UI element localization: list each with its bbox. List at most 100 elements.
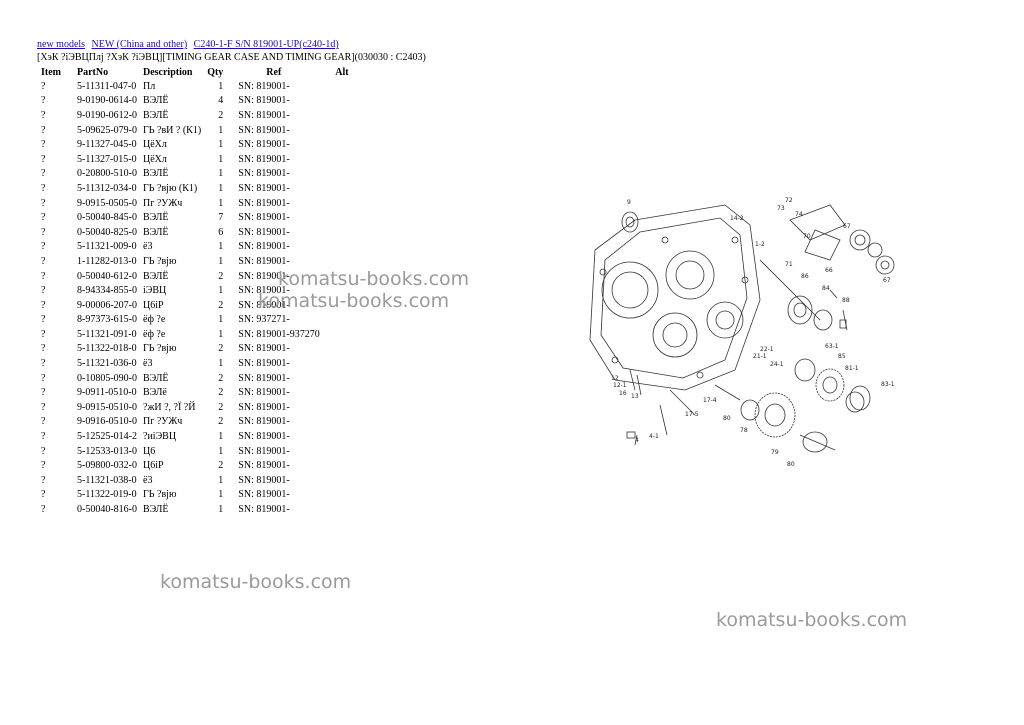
ref-cell: SN: 819001- [238, 299, 290, 311]
svg-text:24-1: 24-1 [770, 361, 784, 368]
qty-cell: 2 [218, 401, 224, 413]
ref-cell: SN: 819001- [238, 387, 290, 399]
partno-cell: 0-20800-510-0 [77, 168, 137, 180]
breadcrumb-link-new-china[interactable]: NEW (China and other) [91, 39, 188, 50]
ref-cell: SN: 819001- [238, 401, 290, 413]
header-alt: Alt [335, 66, 349, 78]
svg-text:22-1: 22-1 [760, 346, 774, 353]
description-cell: ГЬ ?вјю (К1) [143, 182, 198, 194]
ref-cell: SN: 819001- [238, 358, 290, 370]
svg-text:85: 85 [838, 353, 846, 360]
svg-text:17-5: 17-5 [685, 411, 699, 418]
item-cell: ? [41, 372, 46, 384]
svg-text:17-4: 17-4 [703, 397, 717, 404]
svg-text:21-1: 21-1 [753, 353, 767, 360]
svg-text:80: 80 [787, 461, 795, 468]
partno-cell: 5-11322-018-0 [77, 343, 137, 355]
svg-text:63-1: 63-1 [825, 343, 839, 350]
alt-cell [327, 415, 373, 430]
ref-cell: SN: 819001- [238, 124, 290, 136]
description-cell: Пг ?УЖч [143, 416, 183, 428]
svg-text:84: 84 [822, 285, 830, 292]
breadcrumb-link-model[interactable]: C240-1-F S/N 819001-UP(c240-1d) [193, 39, 339, 50]
svg-text:9: 9 [627, 199, 631, 206]
breadcrumb-link-new-models[interactable]: new models [37, 39, 86, 50]
partno-cell: 8-94334-855-0 [77, 285, 137, 297]
qty-cell: 4 [218, 95, 224, 107]
svg-text:86: 86 [801, 273, 809, 280]
qty-cell: 1 [218, 241, 224, 253]
alt-cell [327, 108, 373, 123]
qty-cell: 6 [218, 226, 224, 238]
item-cell: ? [41, 431, 46, 443]
description-cell: ёф ?е [143, 314, 166, 326]
partno-cell: 5-11321-091-0 [77, 328, 137, 340]
description-cell: Ц6іР [143, 460, 164, 472]
qty-cell: 2 [218, 270, 224, 282]
alt-cell [327, 458, 373, 473]
item-cell: ? [41, 416, 46, 428]
watermark-text: komatsu-books.com [160, 571, 352, 593]
description-cell: Пг ?УЖч [143, 197, 183, 209]
ref-cell: SN: 819001- [238, 460, 290, 472]
qty-cell: 1 [218, 80, 224, 92]
item-cell: ? [41, 270, 46, 282]
partno-cell: 9-0916-0510-0 [77, 416, 137, 428]
partno-cell: 5-11312-034-0 [77, 182, 137, 194]
description-cell: ВЭЛё [143, 387, 167, 399]
qty-cell: 1 [218, 431, 224, 443]
description-cell: ёф ?е [143, 328, 166, 340]
partno-cell: 0-50040-845-0 [77, 212, 137, 224]
partno-cell: 9-0911-0510-0 [77, 387, 137, 399]
svg-text:74: 74 [795, 211, 803, 218]
qty-cell: 1 [218, 182, 224, 194]
ref-cell: SN: 819001- [238, 153, 290, 165]
ref-cell: SN: 819001- [238, 489, 290, 501]
qty-cell: 2 [218, 299, 224, 311]
ref-cell: SN: 819001- [238, 95, 290, 107]
description-cell: іЭВЦ [143, 285, 167, 297]
description-cell: ВЭЛЁ [143, 168, 169, 180]
item-cell: ? [41, 109, 46, 121]
partno-cell: 9-11327-045-0 [77, 139, 137, 151]
description-cell: Ц6 [143, 445, 156, 457]
alt-cell [327, 385, 373, 400]
item-cell: ? [41, 241, 46, 253]
svg-text:16: 16 [619, 390, 627, 397]
gear-case-outline [589, 204, 761, 391]
ref-cell: SN: 819001- [238, 226, 290, 238]
ref-cell: SN: 819001- [238, 372, 290, 384]
qty-cell: 1 [218, 285, 224, 297]
alt-cell [327, 181, 373, 196]
svg-text:80: 80 [723, 415, 731, 422]
ref-cell: SN: 819001- [238, 474, 290, 486]
parts-table: Item PartNo Description Qty Ref Alt ?5-1… [37, 65, 373, 517]
ref-cell: SN: 819001- [238, 445, 290, 457]
alt-cell [327, 502, 373, 517]
item-cell: ? [41, 343, 46, 355]
svg-text:67: 67 [883, 277, 891, 284]
alt-cell [327, 313, 373, 328]
ref-cell: SN: 819001- [238, 109, 290, 121]
alt-cell [327, 473, 373, 488]
ref-cell: SN: 819001- [238, 212, 290, 224]
description-cell: ?иіЭВЦ [143, 431, 177, 443]
qty-cell: 1 [218, 314, 224, 326]
alt-cell [327, 400, 373, 415]
item-cell: ? [41, 168, 46, 180]
header-partno: PartNo [77, 66, 109, 78]
item-cell: ? [41, 489, 46, 501]
ref-cell: SN: 819001- [238, 270, 290, 282]
